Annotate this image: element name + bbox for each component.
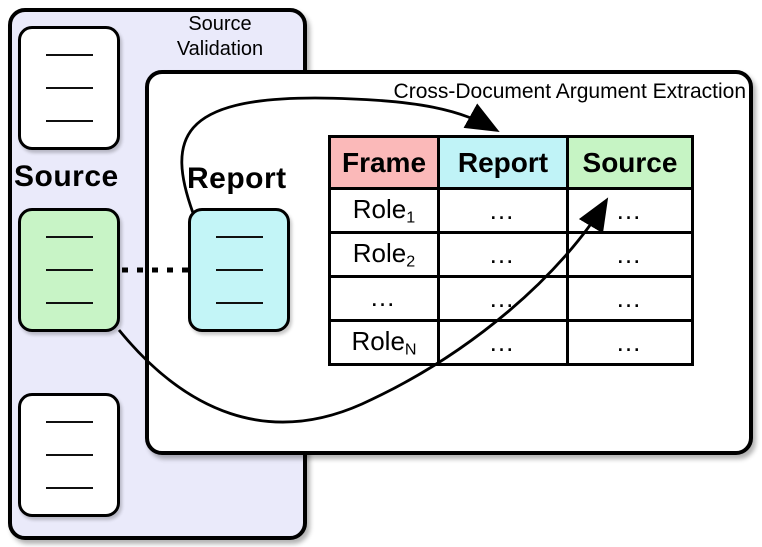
role-name: … [369,281,399,312]
source-value-cell: … [566,275,694,322]
role-subscript: 2 [406,252,416,271]
source-value-cell: … [566,231,694,278]
report-value-cell: … [437,187,569,234]
source-label: Source [14,160,119,193]
role-name: Role [352,237,407,268]
role-name: Role [351,325,405,356]
role-cell: Role2 [328,231,440,278]
table-row: RoleN … … [328,319,694,366]
table-header-row: Frame Report Source [328,135,694,190]
report-value-cell: … [437,231,569,278]
table-row: Role2 … … [328,231,694,278]
role-subscript: N [404,340,417,359]
role-cell: … [328,275,440,322]
table-header-report: Report [437,135,569,190]
role-subscript: 1 [406,208,416,227]
table-row: … … … [328,275,694,322]
source-value-cell: … [566,187,694,234]
report-value-cell: … [437,319,569,366]
role-name: Role [352,193,407,224]
source-validation-title: Source Validation [176,13,264,60]
document-icon [18,26,120,150]
document-icon [188,208,290,332]
role-cell: RoleN [328,319,440,366]
report-label: Report [187,162,287,195]
table-row: Role1 … … [328,187,694,234]
roles-table: Frame Report Source Role1 … … Role2 … … … [328,135,694,366]
report-value-cell: … [437,275,569,322]
document-icon [18,208,120,332]
document-icon [18,393,120,517]
table-header-frame: Frame [328,135,440,190]
role-cell: Role1 [328,187,440,234]
table-header-source: Source [566,135,694,190]
source-value-cell: … [566,319,694,366]
extraction-title: Cross-Document Argument Extraction [393,80,746,103]
